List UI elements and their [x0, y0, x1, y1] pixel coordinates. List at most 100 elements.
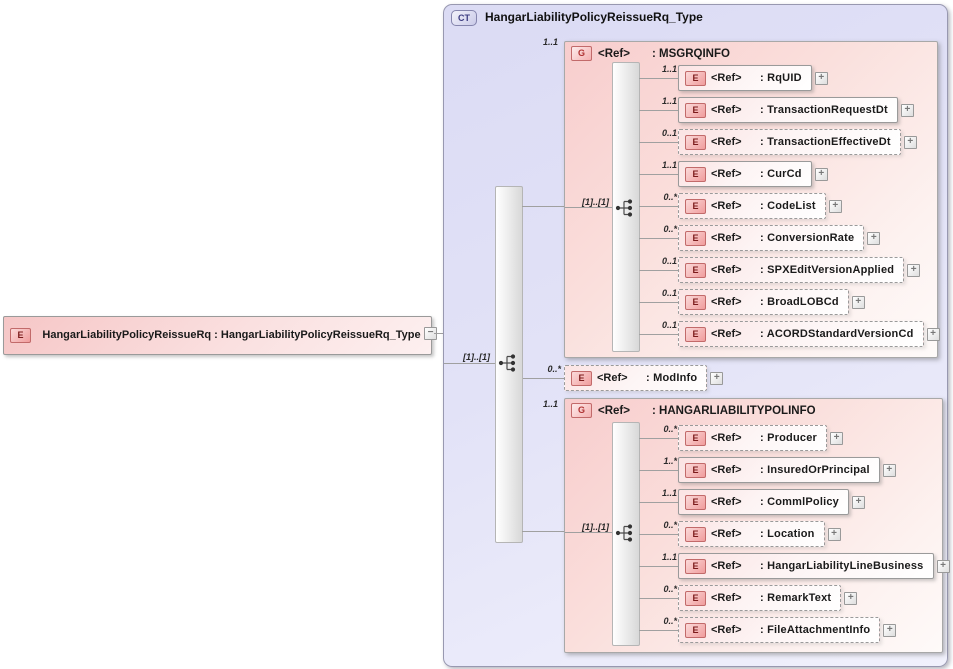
- element-badge: E: [685, 262, 706, 278]
- expand-icon[interactable]: +: [883, 623, 897, 637]
- cardinality-label: 1..*: [663, 456, 677, 466]
- element-box[interactable]: E <Ref> : ModInfo: [564, 365, 708, 391]
- element-name: : TransactionEffectiveDt: [760, 136, 891, 148]
- element-name: : RqUID: [760, 72, 802, 84]
- expand-icon[interactable]: +: [814, 71, 828, 85]
- cardinality-label: 1..1: [661, 160, 677, 170]
- element-name: : FileAttachmentInfo: [760, 624, 871, 636]
- element-box[interactable]: E <Ref> : Location: [678, 521, 825, 547]
- expand-icon[interactable]: +: [867, 231, 881, 245]
- root-element-box[interactable]: E HangarLiabilityPolicyReissueRq : Hanga…: [3, 316, 432, 355]
- element-box[interactable]: E <Ref> : CommlPolicy: [678, 489, 850, 515]
- element-row: 0..* E <Ref> : ModInfo +: [523, 364, 724, 391]
- ref-label: <Ref>: [598, 47, 630, 60]
- expand-icon[interactable]: +: [936, 559, 950, 573]
- connector-line: [639, 501, 678, 503]
- ref-label: <Ref>: [598, 404, 630, 417]
- connector-line: [639, 237, 678, 239]
- element-badge: E: [571, 370, 592, 386]
- expand-icon[interactable]: +: [710, 371, 724, 385]
- expand-icon[interactable]: +: [814, 167, 828, 181]
- expand-icon[interactable]: +: [827, 527, 841, 541]
- element-box[interactable]: E <Ref> : FileAttachmentInfo: [678, 617, 881, 643]
- element-row: 1..1 E <Ref> : CurCd +: [639, 160, 940, 187]
- expand-icon[interactable]: +: [828, 199, 842, 213]
- connector-line: [522, 531, 564, 532]
- group-name: : MSGRQINFO: [652, 47, 730, 60]
- complex-type-box[interactable]: CT HangarLiabilityPolicyReissueRq_Type […: [443, 4, 950, 667]
- ref-label: <Ref>: [711, 200, 742, 212]
- expand-icon[interactable]: +: [882, 463, 896, 477]
- element-row: 0..1 E <Ref> : BroadLOBCd +: [639, 288, 940, 315]
- element-box[interactable]: E <Ref> : CurCd: [678, 161, 812, 187]
- element-badge: E: [685, 70, 706, 86]
- expand-icon[interactable]: +: [903, 135, 917, 149]
- complex-type-badge: CT: [451, 10, 477, 26]
- element-badge: E: [685, 622, 706, 638]
- element-row: 0..* E <Ref> : Producer +: [639, 424, 950, 451]
- element-name: : ModInfo: [646, 372, 698, 384]
- element-badge: E: [685, 590, 706, 606]
- element-name: : HangarLiabilityLineBusiness: [760, 560, 924, 572]
- connector-line: [434, 333, 443, 334]
- connector-line: [565, 207, 613, 208]
- element-badge: E: [685, 430, 706, 446]
- expand-icon[interactable]: +: [907, 263, 921, 277]
- element-box[interactable]: E <Ref> : SPXEditVersionApplied: [678, 257, 905, 283]
- cardinality-label: 0..*: [663, 520, 677, 530]
- complex-type-title: HangarLiabilityPolicyReissueRq_Type: [485, 10, 703, 24]
- element-name: : ACORDStandardVersionCd: [760, 328, 914, 340]
- sequence-compositor-icon: [498, 354, 516, 372]
- element-name: : RemarkText: [760, 592, 832, 604]
- element-row: 0..1 E <Ref> : SPXEditVersionApplied +: [639, 256, 940, 283]
- element-box[interactable]: E <Ref> : Producer: [678, 425, 828, 451]
- element-box[interactable]: E <Ref> : TransactionRequestDt: [678, 97, 898, 123]
- element-box[interactable]: E <Ref> : ACORDStandardVersionCd: [678, 321, 924, 347]
- group-box-msgrqinfo[interactable]: G <Ref> : MSGRQINFO [1]..[1] 1..1 E <Ref…: [564, 41, 940, 358]
- connector-line: [639, 109, 678, 111]
- connector-line: [639, 173, 678, 175]
- element-row: 0..* E <Ref> : Location +: [639, 520, 950, 547]
- element-row: 1..1 E <Ref> : HangarLiabilityLineBusine…: [639, 552, 950, 579]
- element-badge: E: [685, 558, 706, 574]
- element-row: 1..1 E <Ref> : CommlPolicy +: [639, 488, 950, 515]
- element-box[interactable]: E <Ref> : InsuredOrPrincipal: [678, 457, 880, 483]
- connector-line: [523, 377, 564, 379]
- connector-line: [639, 469, 678, 471]
- expand-icon[interactable]: +: [851, 295, 865, 309]
- element-box[interactable]: E <Ref> : BroadLOBCd: [678, 289, 849, 315]
- element-box[interactable]: E <Ref> : ConversionRate: [678, 225, 865, 251]
- element-box[interactable]: E <Ref> : CodeList: [678, 193, 826, 219]
- element-box[interactable]: E <Ref> : HangarLiabilityLineBusiness: [678, 553, 934, 579]
- element-box[interactable]: E <Ref> : TransactionEffectiveDt: [678, 129, 901, 155]
- element-badge: E: [10, 328, 31, 343]
- element-row: 1..* E <Ref> : InsuredOrPrincipal +: [639, 456, 950, 483]
- element-name: : CodeList: [760, 200, 816, 212]
- group-header: G <Ref> : HANGARLIABILITYPOLINFO: [571, 403, 816, 418]
- ref-label: <Ref>: [711, 592, 742, 604]
- cardinality-label: 0..1: [661, 288, 677, 298]
- ref-label: <Ref>: [711, 496, 742, 508]
- element-box[interactable]: E <Ref> : RemarkText: [678, 585, 842, 611]
- group-children: 1..1 E <Ref> : RqUID + 1..1 E <Ref> : Tr…: [639, 64, 940, 347]
- expand-icon[interactable]: +: [830, 431, 844, 445]
- expand-icon[interactable]: +: [844, 591, 858, 605]
- element-row: 0..* E <Ref> : CodeList +: [639, 192, 940, 219]
- expand-icon[interactable]: +: [852, 495, 866, 509]
- cardinality-label: 1..1: [661, 552, 677, 562]
- element-name: : CommlPolicy: [760, 496, 840, 508]
- cardinality-label: 0..1: [661, 256, 677, 266]
- element-row: 0..1 E <Ref> : TransactionEffectiveDt +: [639, 128, 940, 155]
- complex-type-header: CT HangarLiabilityPolicyReissueRq_Type: [451, 10, 725, 26]
- element-badge: E: [685, 166, 706, 182]
- element-box[interactable]: E <Ref> : RqUID: [678, 65, 812, 91]
- connector-line: [639, 437, 678, 439]
- group-box-polinfo[interactable]: G <Ref> : HANGARLIABILITYPOLINFO [1]..[1…: [564, 398, 950, 653]
- connector-line: [639, 565, 678, 567]
- expand-icon[interactable]: +: [900, 103, 914, 117]
- expand-icon[interactable]: +: [926, 327, 940, 341]
- ref-label: <Ref>: [711, 232, 742, 244]
- cardinality-label: 1..1: [542, 399, 558, 409]
- connector-line: [639, 301, 678, 303]
- cardinality-label: 0..1: [661, 128, 677, 138]
